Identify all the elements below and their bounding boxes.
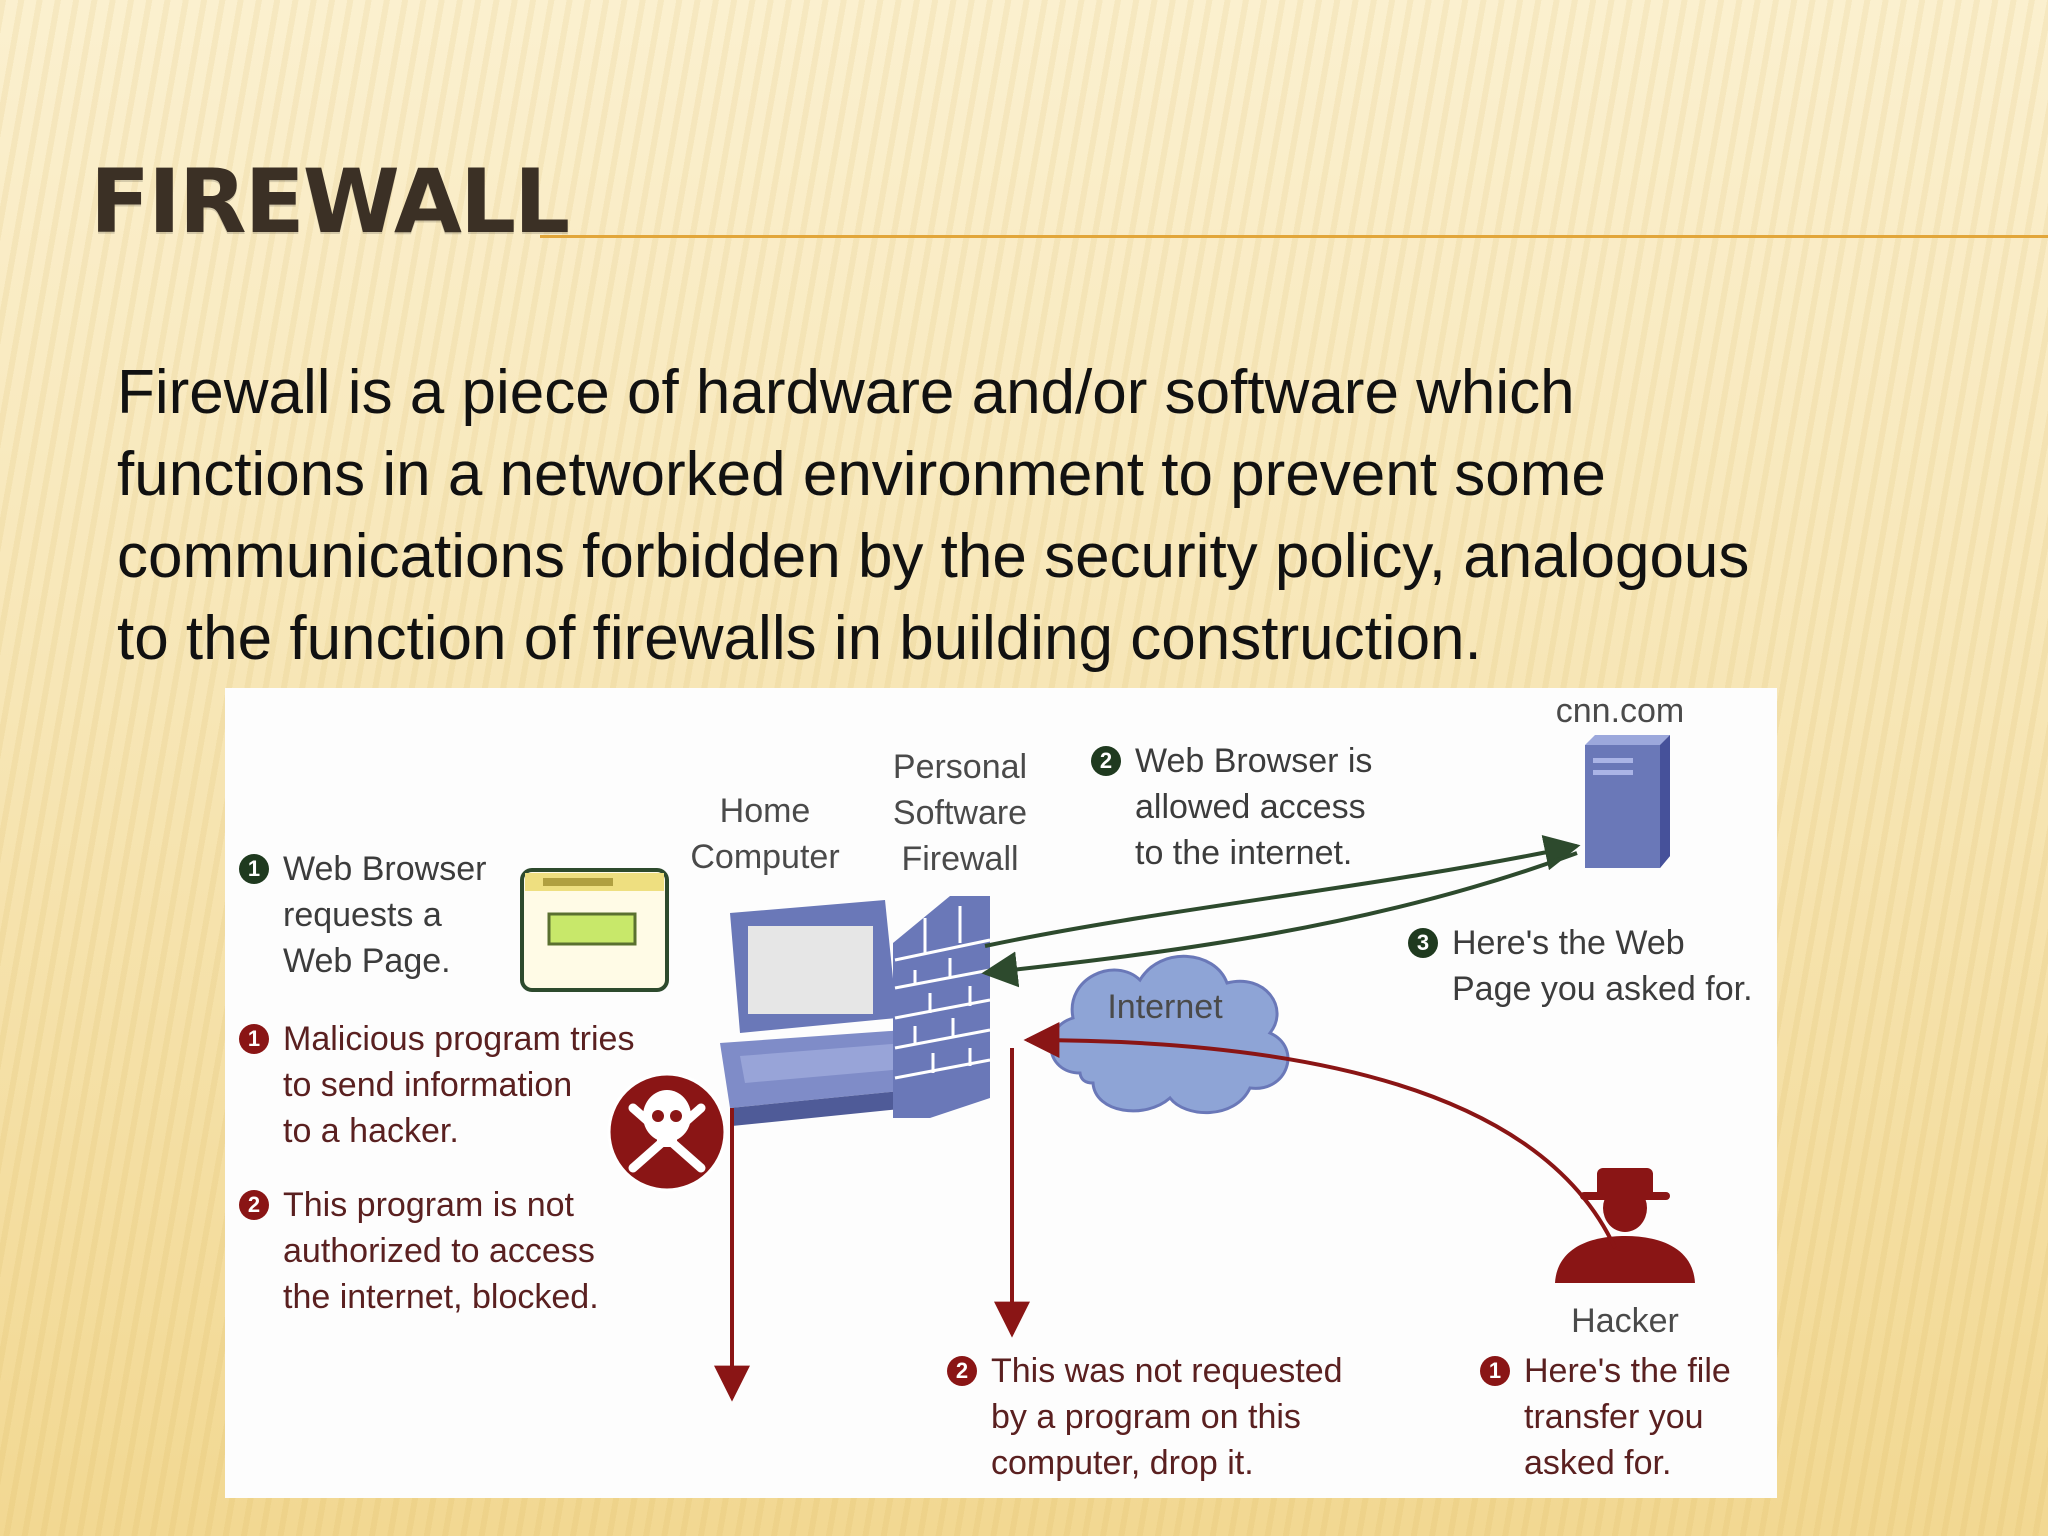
- step-badge: 2: [947, 1356, 977, 1386]
- note-malicious-program: 1 Malicious program tries to send inform…: [239, 1016, 634, 1154]
- note-text: Web Browser requests a Web Page.: [283, 850, 487, 980]
- step-badge: 2: [1091, 746, 1121, 776]
- internet-label: Internet: [1107, 988, 1223, 1026]
- cnn-label: cnn.com: [1555, 692, 1685, 730]
- note-web-page-returned: 3 Here's the Web Page you asked for.: [1408, 920, 1753, 1012]
- note-text: This was not requested by a program on t…: [991, 1352, 1343, 1482]
- note-program-blocked: 2 This program is not authorized to acce…: [239, 1182, 599, 1320]
- note-browser-request: 1 Web Browser requests a Web Page.: [239, 846, 486, 984]
- step-badge: 1: [239, 1024, 269, 1054]
- hacker-label: Hacker: [1571, 1302, 1679, 1340]
- skull-crossbones-icon: [607, 1072, 727, 1192]
- slide-body-text: Firewall is a piece of hardware and/or s…: [117, 358, 1750, 673]
- firewall-label: Personal Software Firewall: [892, 748, 1028, 878]
- internet-cloud-icon: [1049, 954, 1290, 1115]
- note-hacker-file-transfer: 1 Here's the file transfer you asked for…: [1480, 1348, 1731, 1486]
- browser-window-icon: [520, 868, 669, 992]
- firewall-diagram: cnn.com Home Computer Personal Software …: [225, 688, 1777, 1498]
- title-underline: [540, 235, 2048, 238]
- step-badge: 1: [239, 854, 269, 884]
- note-browser-allowed: 2 Web Browser is allowed access to the i…: [1091, 738, 1372, 876]
- computer-icon: [720, 900, 930, 1126]
- note-text: Here's the Web Page you asked for.: [1452, 924, 1753, 1008]
- note-text: Web Browser is allowed access to the int…: [1135, 742, 1373, 872]
- server-icon: [1585, 735, 1670, 868]
- slide-title: FIREWALL: [90, 150, 570, 253]
- note-text: Malicious program tries to send informat…: [283, 1020, 635, 1150]
- step-badge: 1: [1480, 1356, 1510, 1386]
- brick-firewall-icon: [893, 896, 991, 1118]
- step-badge: 2: [239, 1190, 269, 1220]
- home-computer-label: Home Computer: [690, 792, 840, 876]
- step-badge: 3: [1408, 928, 1438, 958]
- note-text: Here's the file transfer you asked for.: [1524, 1352, 1731, 1482]
- note-text: This program is not authorized to access…: [283, 1186, 599, 1316]
- hacker-icon: [1555, 1168, 1695, 1283]
- note-unrequested-dropped: 2 This was not requested by a program on…: [947, 1348, 1343, 1486]
